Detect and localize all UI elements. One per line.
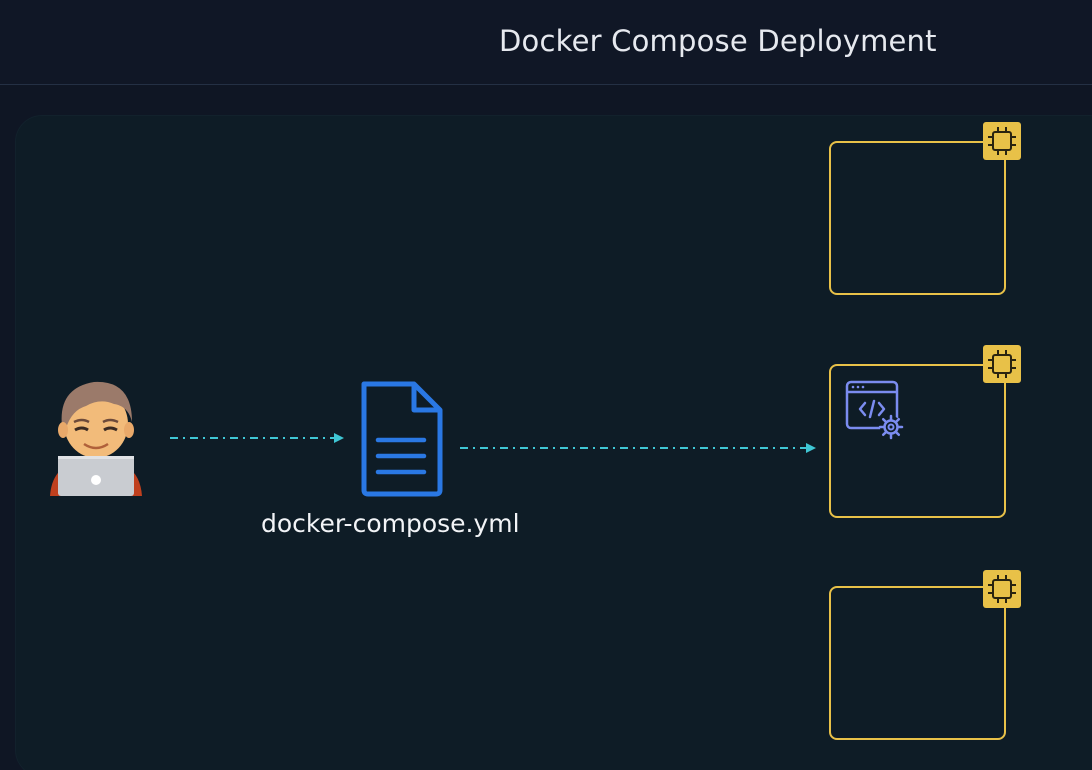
cpu-chip-icon	[983, 345, 1021, 383]
arrow-file-to-node	[460, 443, 816, 453]
developer-laptop-icon	[50, 381, 142, 496]
page-title: Docker Compose Deployment	[499, 24, 937, 58]
header-bar: Docker Compose Deployment	[0, 0, 1092, 85]
node-box-1	[829, 141, 1006, 295]
file-label: docker-compose.yml	[261, 509, 520, 538]
document-icon	[361, 381, 443, 497]
node-box-3	[829, 586, 1006, 740]
cpu-chip-icon	[983, 570, 1021, 608]
cpu-chip-icon	[983, 122, 1021, 160]
code-settings-icon	[845, 380, 904, 440]
arrow-user-to-file	[170, 433, 344, 443]
node-box-2	[829, 364, 1006, 518]
